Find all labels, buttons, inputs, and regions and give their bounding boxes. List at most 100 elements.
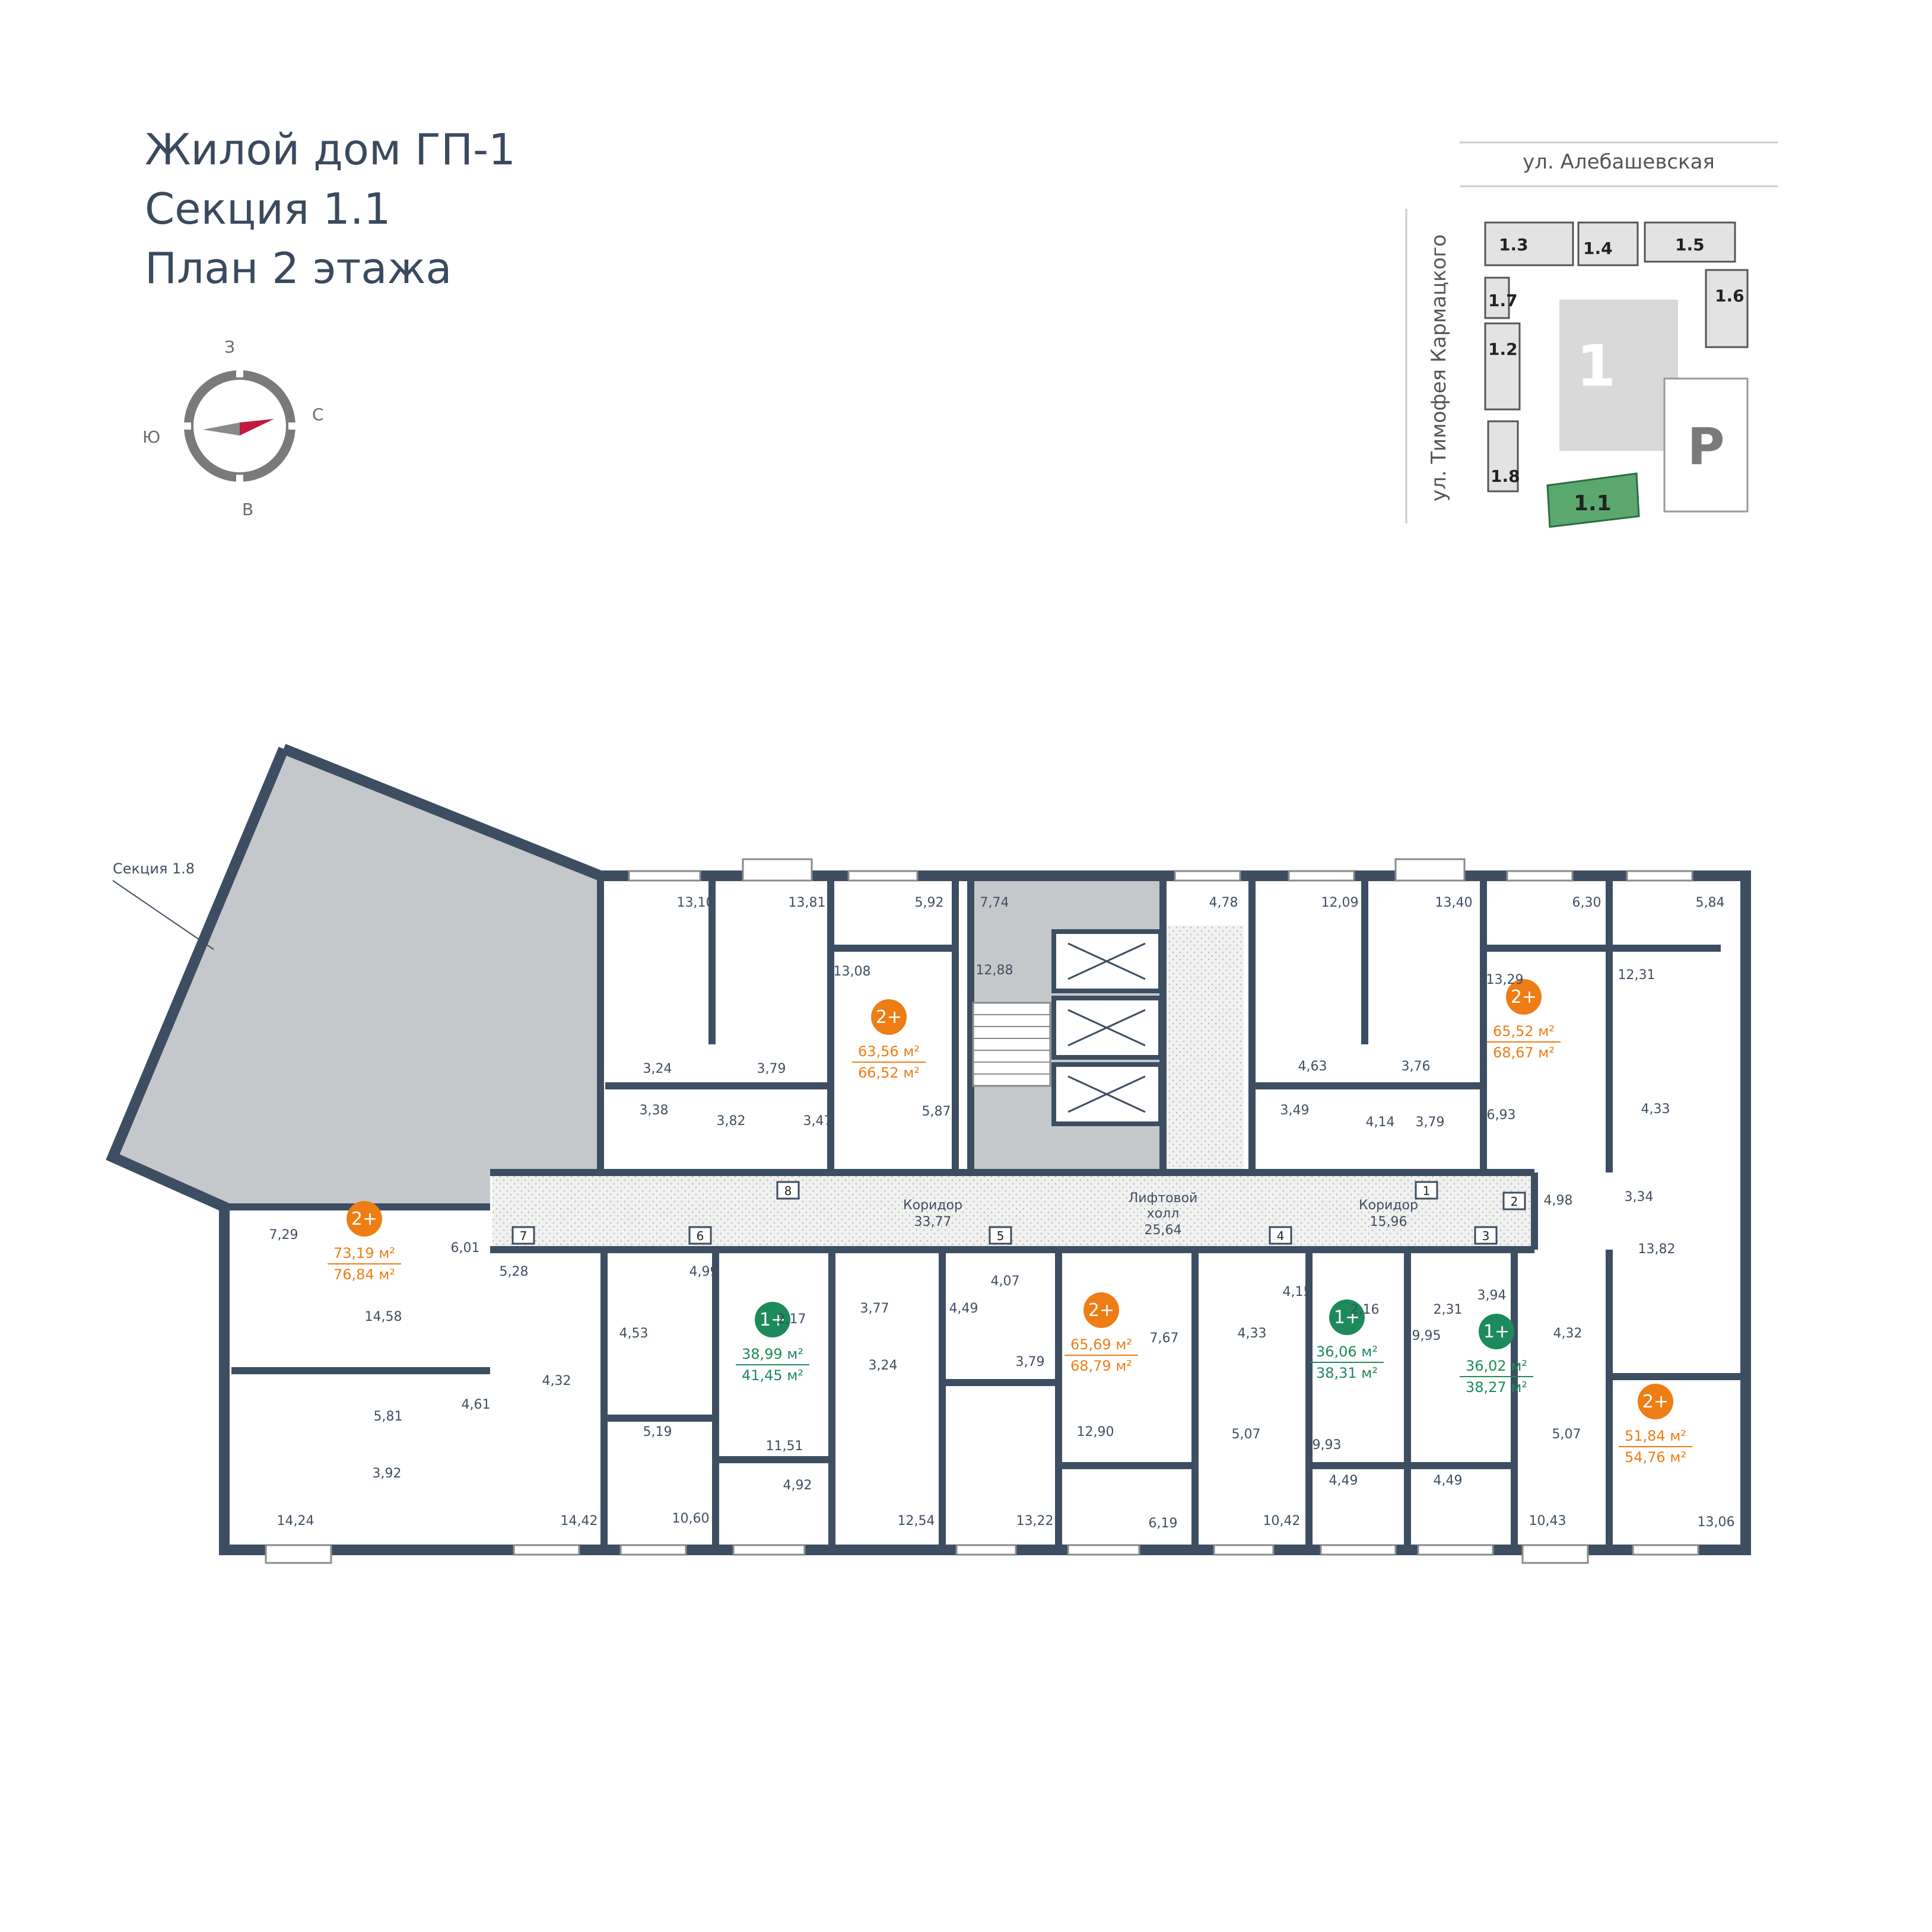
apt-number-8: 8	[776, 1181, 800, 1200]
apartment-area: 51,84 м²	[1625, 1428, 1686, 1444]
compass-south-needle	[203, 422, 240, 436]
apartment-area-total: 68,67 м²	[1493, 1044, 1555, 1061]
apt-number-3: 3	[1474, 1226, 1498, 1245]
room-area: 5,28	[500, 1264, 529, 1279]
svg-text:1: 1	[1423, 1184, 1431, 1198]
room-area: 6,93	[1487, 1108, 1516, 1123]
site-map: ул. Алебашевская ул. Тимофея Кармацкого …	[1405, 141, 1778, 528]
svg-text:6: 6	[697, 1229, 704, 1243]
room-area: 14,58	[365, 1310, 402, 1324]
apartment-area-total: 41,45 м²	[742, 1367, 803, 1384]
apt-number-5: 5	[989, 1226, 1012, 1245]
room-area: 4,53	[619, 1326, 649, 1341]
room-area: 6,01	[451, 1241, 480, 1256]
apartment-area-total: 38,31 м²	[1316, 1365, 1378, 1381]
room-area: 3,79	[757, 1062, 786, 1076]
apartment-area: 36,02 м²	[1466, 1358, 1527, 1374]
corridor-left-area: 33,77	[914, 1215, 952, 1229]
apartment-badge	[871, 999, 907, 1035]
room-area: 7,74	[980, 895, 1009, 910]
room-area: 5,07	[1232, 1427, 1261, 1442]
compass-north-needle	[240, 419, 274, 436]
room-area: 4,78	[1209, 895, 1238, 910]
apartment-area: 38,99 м²	[742, 1346, 803, 1362]
room-area: 3,77	[860, 1301, 889, 1316]
room-area: 4,33	[1238, 1326, 1267, 1341]
svg-text:7: 7	[520, 1229, 528, 1243]
apartment-area: 73,19 м²	[333, 1245, 395, 1261]
room-area: 9,93	[1313, 1438, 1342, 1453]
site-section-1-5: 1.5	[1675, 235, 1705, 255]
room-area: 11,51	[766, 1439, 803, 1454]
lift-hall-name-1: Лифтовой	[1129, 1191, 1198, 1206]
room-area: 4,33	[1641, 1102, 1670, 1117]
room-area: 14,24	[277, 1514, 314, 1529]
room-area: 10,42	[1263, 1514, 1301, 1529]
svg-text:4: 4	[1277, 1229, 1285, 1243]
room-area: 3,49	[1280, 1103, 1310, 1118]
site-section-1-1: 1.1	[1574, 491, 1612, 516]
title-floor: План 2 этажа	[145, 243, 452, 293]
compass-label-e: С	[312, 405, 324, 424]
apartment-badge	[347, 1201, 382, 1237]
room-area: 13,81	[789, 895, 826, 910]
room-area: 3,82	[717, 1114, 746, 1129]
room-area: 3,94	[1477, 1288, 1507, 1303]
room-area: 13,40	[1435, 895, 1473, 910]
corridor-right-name: Коридор	[1359, 1198, 1418, 1213]
corridor-right-area: 15,96	[1370, 1215, 1407, 1229]
room-area: 12,88	[976, 963, 1013, 978]
site-section-highlight	[1546, 472, 1640, 528]
room-area: 3,24	[643, 1062, 672, 1076]
lift-hall-area: 25,64	[1145, 1223, 1182, 1238]
room-area: 14,42	[561, 1514, 598, 1529]
apartment-8: 2+ 51,84 м² 54,76 м²	[1619, 1384, 1692, 1466]
compass-label-w: Ю	[142, 427, 160, 447]
apt-number-6: 6	[688, 1226, 712, 1245]
room-area: 13,08	[834, 964, 871, 979]
apartment-badge	[1083, 1292, 1119, 1328]
site-section-1-8: 1.8	[1491, 466, 1520, 486]
floor-plan: Секция 1.8 Коридор 33,77 Лифтовой холл 2…	[106, 743, 1751, 1564]
site-section-1-7: 1.7	[1488, 291, 1518, 310]
room-area: 3,76	[1402, 1059, 1431, 1074]
apartment-badge	[1479, 1314, 1514, 1349]
parking-box	[1663, 377, 1749, 513]
apartment-area: 63,56 м²	[858, 1043, 920, 1060]
apartment-badge	[1329, 1299, 1365, 1335]
neighbor-section-label: Секция 1.8	[113, 860, 195, 877]
svg-text:5: 5	[997, 1229, 1005, 1243]
room-area: 3,47	[803, 1114, 832, 1129]
apartment-area-total: 54,76 м²	[1625, 1449, 1686, 1466]
svg-text:3: 3	[1482, 1229, 1490, 1243]
room-area: 2,17	[777, 1312, 806, 1327]
room-area: 6,30	[1572, 895, 1601, 910]
room-area: 5,81	[374, 1409, 403, 1424]
room-area: 4,49	[1434, 1473, 1463, 1488]
apartment-area: 65,52 м²	[1493, 1023, 1555, 1040]
room-area: 12,90	[1077, 1425, 1114, 1440]
room-area: 2,16	[1351, 1302, 1380, 1317]
room-area: 2,31	[1434, 1302, 1463, 1317]
room-area: 4,63	[1298, 1059, 1327, 1074]
room-area: 9,95	[1412, 1329, 1441, 1343]
apartment-rooms: 2+	[1642, 1391, 1669, 1412]
room-area: 3,79	[1416, 1115, 1445, 1130]
room-area: 3,38	[640, 1103, 669, 1118]
corridor-left-name: Коридор	[903, 1198, 962, 1213]
title-section: Секция 1.1	[145, 184, 391, 234]
room-area: 5,92	[915, 895, 944, 910]
title-building: Жилой дом ГП-1	[145, 125, 516, 174]
neighbor-section-area	[113, 749, 600, 1207]
room-area: 4,32	[542, 1374, 571, 1388]
apartment-area-total: 66,52 м²	[858, 1064, 920, 1081]
apartment-rooms: 1+	[760, 1310, 786, 1330]
apartment-badge	[755, 1302, 790, 1337]
room-area: 12,54	[898, 1514, 935, 1529]
apartment-area: 36,06 м²	[1316, 1343, 1378, 1360]
room-area: 4,49	[949, 1301, 978, 1316]
